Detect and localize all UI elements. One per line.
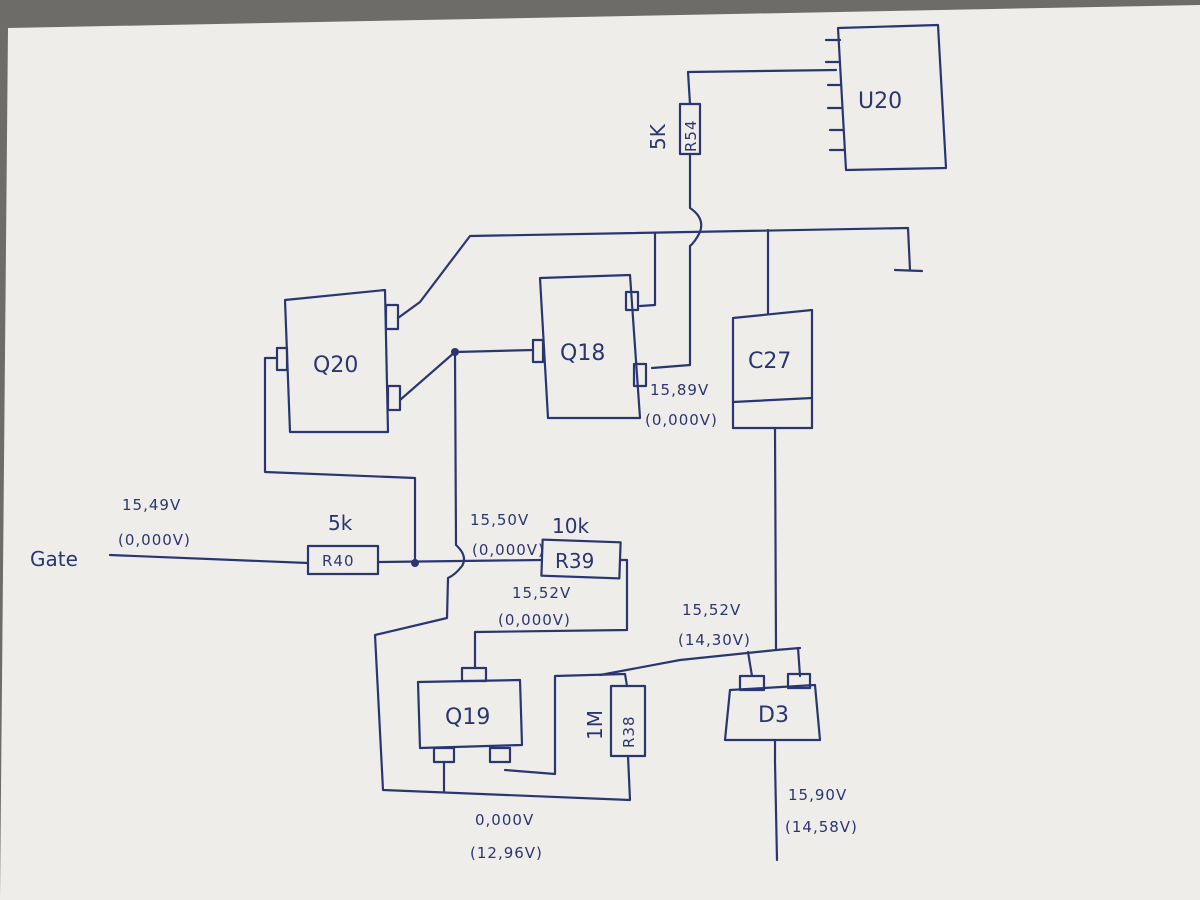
r40-resistor: R40 5k bbox=[306, 511, 380, 576]
r38-label: R38 bbox=[620, 715, 638, 748]
r54-resistor: R54 5K bbox=[646, 102, 702, 156]
q19-voltage: 0,000V bbox=[475, 811, 534, 829]
d3-top-voltage-alt: (14,30V) bbox=[678, 631, 751, 649]
r39-right-voltage-alt: (0,000V) bbox=[498, 611, 571, 629]
c27-label: C27 bbox=[748, 349, 791, 374]
r38-value: 1M bbox=[583, 710, 607, 740]
wire bbox=[598, 646, 802, 677]
r39-left-voltage: 15,50V bbox=[470, 511, 529, 529]
r38-resistor: R38 1M bbox=[583, 684, 647, 758]
paper-sheet bbox=[0, 5, 1200, 900]
gate-voltage-alt: (0,000V) bbox=[118, 531, 191, 549]
wire bbox=[263, 356, 417, 565]
r40-value: 5k bbox=[328, 511, 353, 535]
d3-bottom-voltage-alt: (14,58V) bbox=[785, 818, 858, 836]
d3-bottom-voltage: 15,90V bbox=[788, 786, 847, 804]
wire bbox=[773, 426, 778, 652]
q18-voltage-alt: (0,000V) bbox=[645, 411, 718, 429]
r39-label: R39 bbox=[555, 549, 594, 573]
u20-label: U20 bbox=[858, 89, 902, 114]
c27-capacitor: C27 bbox=[731, 308, 814, 430]
q20-transistor: Q20 bbox=[275, 288, 402, 434]
q18-label: Q18 bbox=[560, 341, 605, 366]
r54-label: R54 bbox=[682, 119, 700, 152]
q19-voltage-alt: (12,96V) bbox=[470, 844, 543, 862]
r39-left-voltage-alt: (0,000V) bbox=[472, 541, 545, 559]
gate-voltage: 15,49V bbox=[122, 496, 181, 514]
r54-value: 5K bbox=[646, 123, 670, 150]
q19-label: Q19 bbox=[445, 705, 490, 730]
junction-dot bbox=[411, 559, 419, 567]
d3-diode: D3 bbox=[723, 646, 822, 742]
wire-top-bus bbox=[396, 226, 912, 320]
u20-ic: U20 bbox=[824, 23, 948, 172]
wire bbox=[373, 350, 632, 802]
wire bbox=[686, 68, 838, 106]
r40-label: R40 bbox=[322, 552, 355, 570]
d3-top-voltage: 15,52V bbox=[682, 601, 741, 619]
q20-label: Q20 bbox=[313, 353, 358, 378]
q18-voltage: 15,89V bbox=[650, 381, 709, 399]
r39-resistor: R39 10k bbox=[540, 514, 622, 580]
wire-gate bbox=[108, 553, 310, 565]
wire bbox=[503, 672, 629, 776]
wire bbox=[473, 558, 629, 670]
gate-label: Gate bbox=[30, 547, 78, 571]
wire bbox=[376, 558, 544, 564]
wire bbox=[773, 738, 779, 862]
ground-icon bbox=[893, 268, 924, 273]
q19-transistor: Q19 bbox=[416, 666, 524, 764]
r39-right-voltage: 15,52V bbox=[512, 584, 571, 602]
r39-value: 10k bbox=[552, 514, 589, 538]
wire bbox=[638, 231, 657, 308]
d3-label: D3 bbox=[758, 703, 789, 728]
